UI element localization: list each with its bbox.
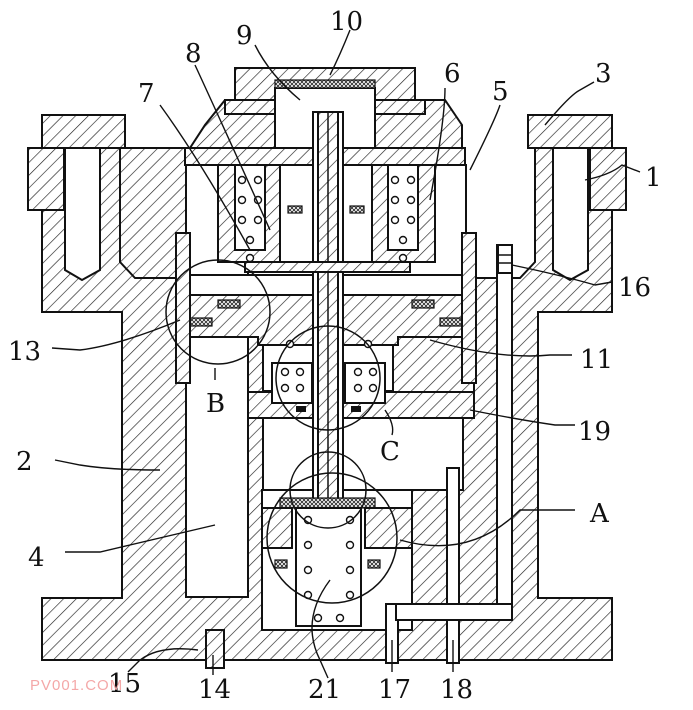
label-9: 9 (236, 21, 253, 51)
seal-13 (189, 317, 213, 327)
middle-spring-block (271, 339, 386, 412)
watermark: PV001.COM (30, 677, 123, 694)
label-b: B (206, 389, 225, 419)
left-flange (27, 147, 65, 211)
label-18: 18 (440, 675, 473, 705)
label-19: 19 (578, 417, 611, 447)
seal-10 (274, 79, 376, 89)
label-c: C (380, 437, 400, 467)
channel-19 (496, 244, 513, 621)
top-cap (188, 67, 463, 149)
label-10: 10 (330, 7, 363, 37)
label-a: A (589, 499, 610, 529)
right-sleeve (461, 232, 477, 384)
detail-circle-top (289, 451, 367, 529)
label-5: 5 (492, 77, 509, 107)
label-4: 4 (28, 543, 45, 573)
label-2: 2 (16, 447, 33, 477)
label-14: 14 (198, 675, 231, 705)
bolt-right (527, 114, 613, 282)
plug-16 (497, 244, 513, 274)
left-sleeve (175, 232, 191, 384)
spring-housing-right (371, 164, 436, 263)
label-15: 15 (108, 669, 141, 699)
label-21: 21 (308, 675, 341, 705)
label-8: 8 (185, 39, 202, 69)
detail-circle-c (275, 325, 381, 431)
right-flange (589, 147, 627, 211)
label-11: 11 (580, 345, 613, 375)
leader-lines (51, 29, 641, 679)
piston-11 (175, 294, 475, 346)
plate-under-springs (244, 261, 411, 273)
label-16: 16 (618, 273, 651, 303)
label-1: 1 (645, 163, 662, 193)
detail-circle-a (266, 472, 398, 604)
label-17: 17 (378, 675, 411, 705)
outlet-pipe (205, 629, 225, 669)
bolt-left (41, 114, 126, 282)
lower-cavity (262, 417, 464, 491)
label-7: 7 (138, 79, 155, 109)
channel-link (395, 603, 513, 621)
label-13: 13 (8, 337, 41, 367)
label-6: 6 (444, 59, 461, 89)
detail-circle-b (165, 259, 271, 365)
label-3: 3 (595, 59, 612, 89)
channel-18 (446, 467, 460, 664)
